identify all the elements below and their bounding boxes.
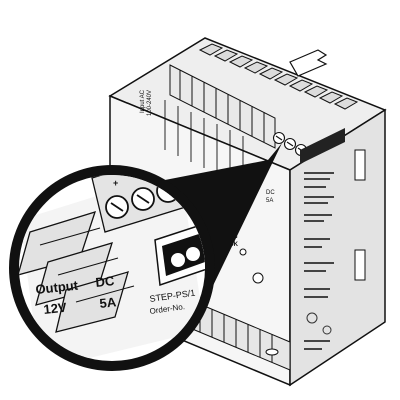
svg-text:+: +: [113, 178, 118, 188]
inset-dc-label: DC: [95, 273, 116, 290]
inset-current-label: 5A: [99, 294, 118, 311]
zoom-inset: + + − STEP-PS/1 Order-No. Output DC 12V …: [9, 165, 215, 371]
inset-voltage-label: 12V: [43, 300, 68, 317]
input-terminal-block: [169, 64, 276, 149]
inset-terminal-channels: [19, 211, 129, 333]
adjust-potentiometer: [252, 272, 264, 284]
svg-text:100-240V: 100-240V: [147, 90, 153, 116]
brand-logo-plate: [300, 128, 345, 164]
input-rating-label: Input AC 100-240V: [140, 89, 153, 116]
device-output-label: DC 5A: [266, 190, 275, 204]
inset-output-label: Output: [35, 278, 80, 297]
spec-text-column: [304, 172, 334, 350]
svg-text:Input AC: Input AC: [140, 89, 146, 113]
din-rail-clip: [289, 49, 328, 77]
cooling-fins: [198, 43, 359, 110]
svg-text:OK: OK: [229, 242, 239, 248]
svg-text:DC: DC: [266, 190, 275, 196]
svg-text:5A: 5A: [266, 198, 273, 204]
